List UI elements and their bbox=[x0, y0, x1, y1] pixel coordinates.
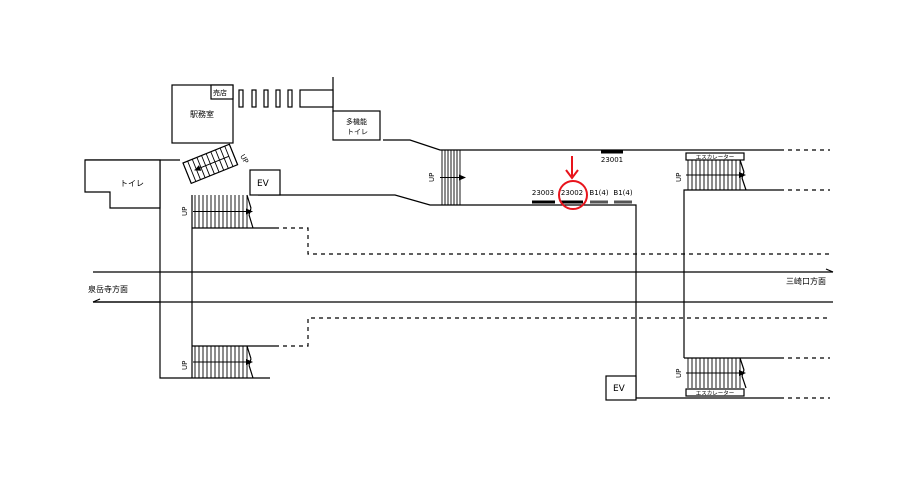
stair-step bbox=[248, 208, 252, 215]
multi-toilet: 多機能 トイレ bbox=[332, 110, 381, 141]
svg-text:トイレ: トイレ bbox=[347, 128, 368, 136]
stair-step bbox=[228, 144, 239, 165]
direction-right-label: 三崎口方面 bbox=[786, 276, 826, 286]
svg-text:トイレ: トイレ bbox=[120, 179, 144, 188]
arrow-icon bbox=[459, 174, 466, 181]
svg-text:EV: EV bbox=[257, 179, 270, 189]
exit-23001[interactable]: 23001 bbox=[601, 150, 623, 164]
svg-text:23001: 23001 bbox=[601, 156, 623, 164]
svg-text:駅務室: 駅務室 bbox=[190, 109, 214, 119]
escalator-label-lower: エスカレーター bbox=[685, 388, 745, 397]
stair-step bbox=[741, 375, 747, 389]
kiosk: 売店 bbox=[210, 84, 234, 100]
stair-step bbox=[741, 171, 745, 179]
stairs-left-lower bbox=[193, 345, 254, 379]
svg-text:B1(4): B1(4) bbox=[589, 189, 608, 197]
escalator-lower bbox=[686, 357, 747, 389]
stair-step bbox=[224, 145, 234, 167]
direction-right: 三崎口方面 bbox=[786, 268, 834, 286]
up-label: UP bbox=[675, 173, 683, 182]
svg-text:23003: 23003 bbox=[532, 189, 554, 197]
elevator-upper: EV bbox=[249, 169, 281, 196]
highlight-circle bbox=[558, 180, 588, 210]
stair-step bbox=[248, 214, 254, 229]
stair-step bbox=[739, 357, 745, 371]
exit-23002[interactable]: 23002 bbox=[558, 156, 588, 210]
stair-step bbox=[246, 345, 252, 359]
tracks bbox=[93, 271, 833, 303]
stairs-center bbox=[440, 150, 466, 205]
svg-text:23002: 23002 bbox=[561, 189, 583, 197]
escalator-label-upper: エスカレーター bbox=[685, 152, 745, 161]
stair-step bbox=[187, 160, 197, 182]
toilet: トイレ bbox=[84, 159, 161, 209]
svg-text:エスカレーター: エスカレーター bbox=[696, 389, 735, 397]
stairs-left-upper bbox=[193, 194, 254, 229]
up-label: UP bbox=[181, 207, 189, 216]
stair-step bbox=[182, 162, 192, 184]
up-label: UP bbox=[428, 173, 436, 182]
exit-b1-4-a[interactable]: B1(4) bbox=[589, 189, 609, 204]
elevator-lower: EV bbox=[605, 375, 637, 401]
escalator-upper bbox=[686, 159, 747, 191]
stair-step bbox=[246, 194, 252, 209]
svg-text:EV: EV bbox=[613, 384, 626, 394]
stair-step bbox=[248, 365, 254, 379]
stair-step bbox=[741, 369, 745, 377]
exit-b1-4-b[interactable]: B1(4) bbox=[613, 189, 633, 204]
svg-text:エスカレーター: エスカレーター bbox=[696, 153, 735, 161]
svg-text:多機能: 多機能 bbox=[346, 117, 367, 126]
up-label: UP bbox=[675, 369, 683, 378]
direction-left: 泉岳寺方面 bbox=[88, 284, 160, 303]
direction-left-label: 泉岳寺方面 bbox=[88, 284, 128, 294]
stairs-diagonal bbox=[182, 143, 239, 185]
stair-step bbox=[741, 177, 747, 191]
up-label: UP bbox=[238, 153, 250, 165]
stair-step bbox=[248, 358, 252, 366]
ticket-gates bbox=[238, 89, 334, 108]
stair-step bbox=[739, 159, 745, 173]
exit-23003[interactable]: 23003 bbox=[532, 189, 555, 204]
svg-text:B1(4): B1(4) bbox=[613, 189, 632, 197]
up-label: UP bbox=[181, 361, 189, 370]
svg-text:売店: 売店 bbox=[213, 88, 227, 97]
